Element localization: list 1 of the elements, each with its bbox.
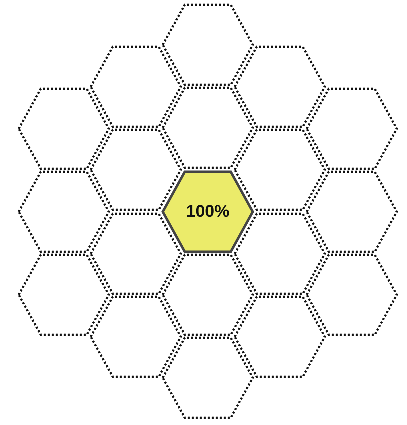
percentage-label: 100% xyxy=(186,202,230,222)
